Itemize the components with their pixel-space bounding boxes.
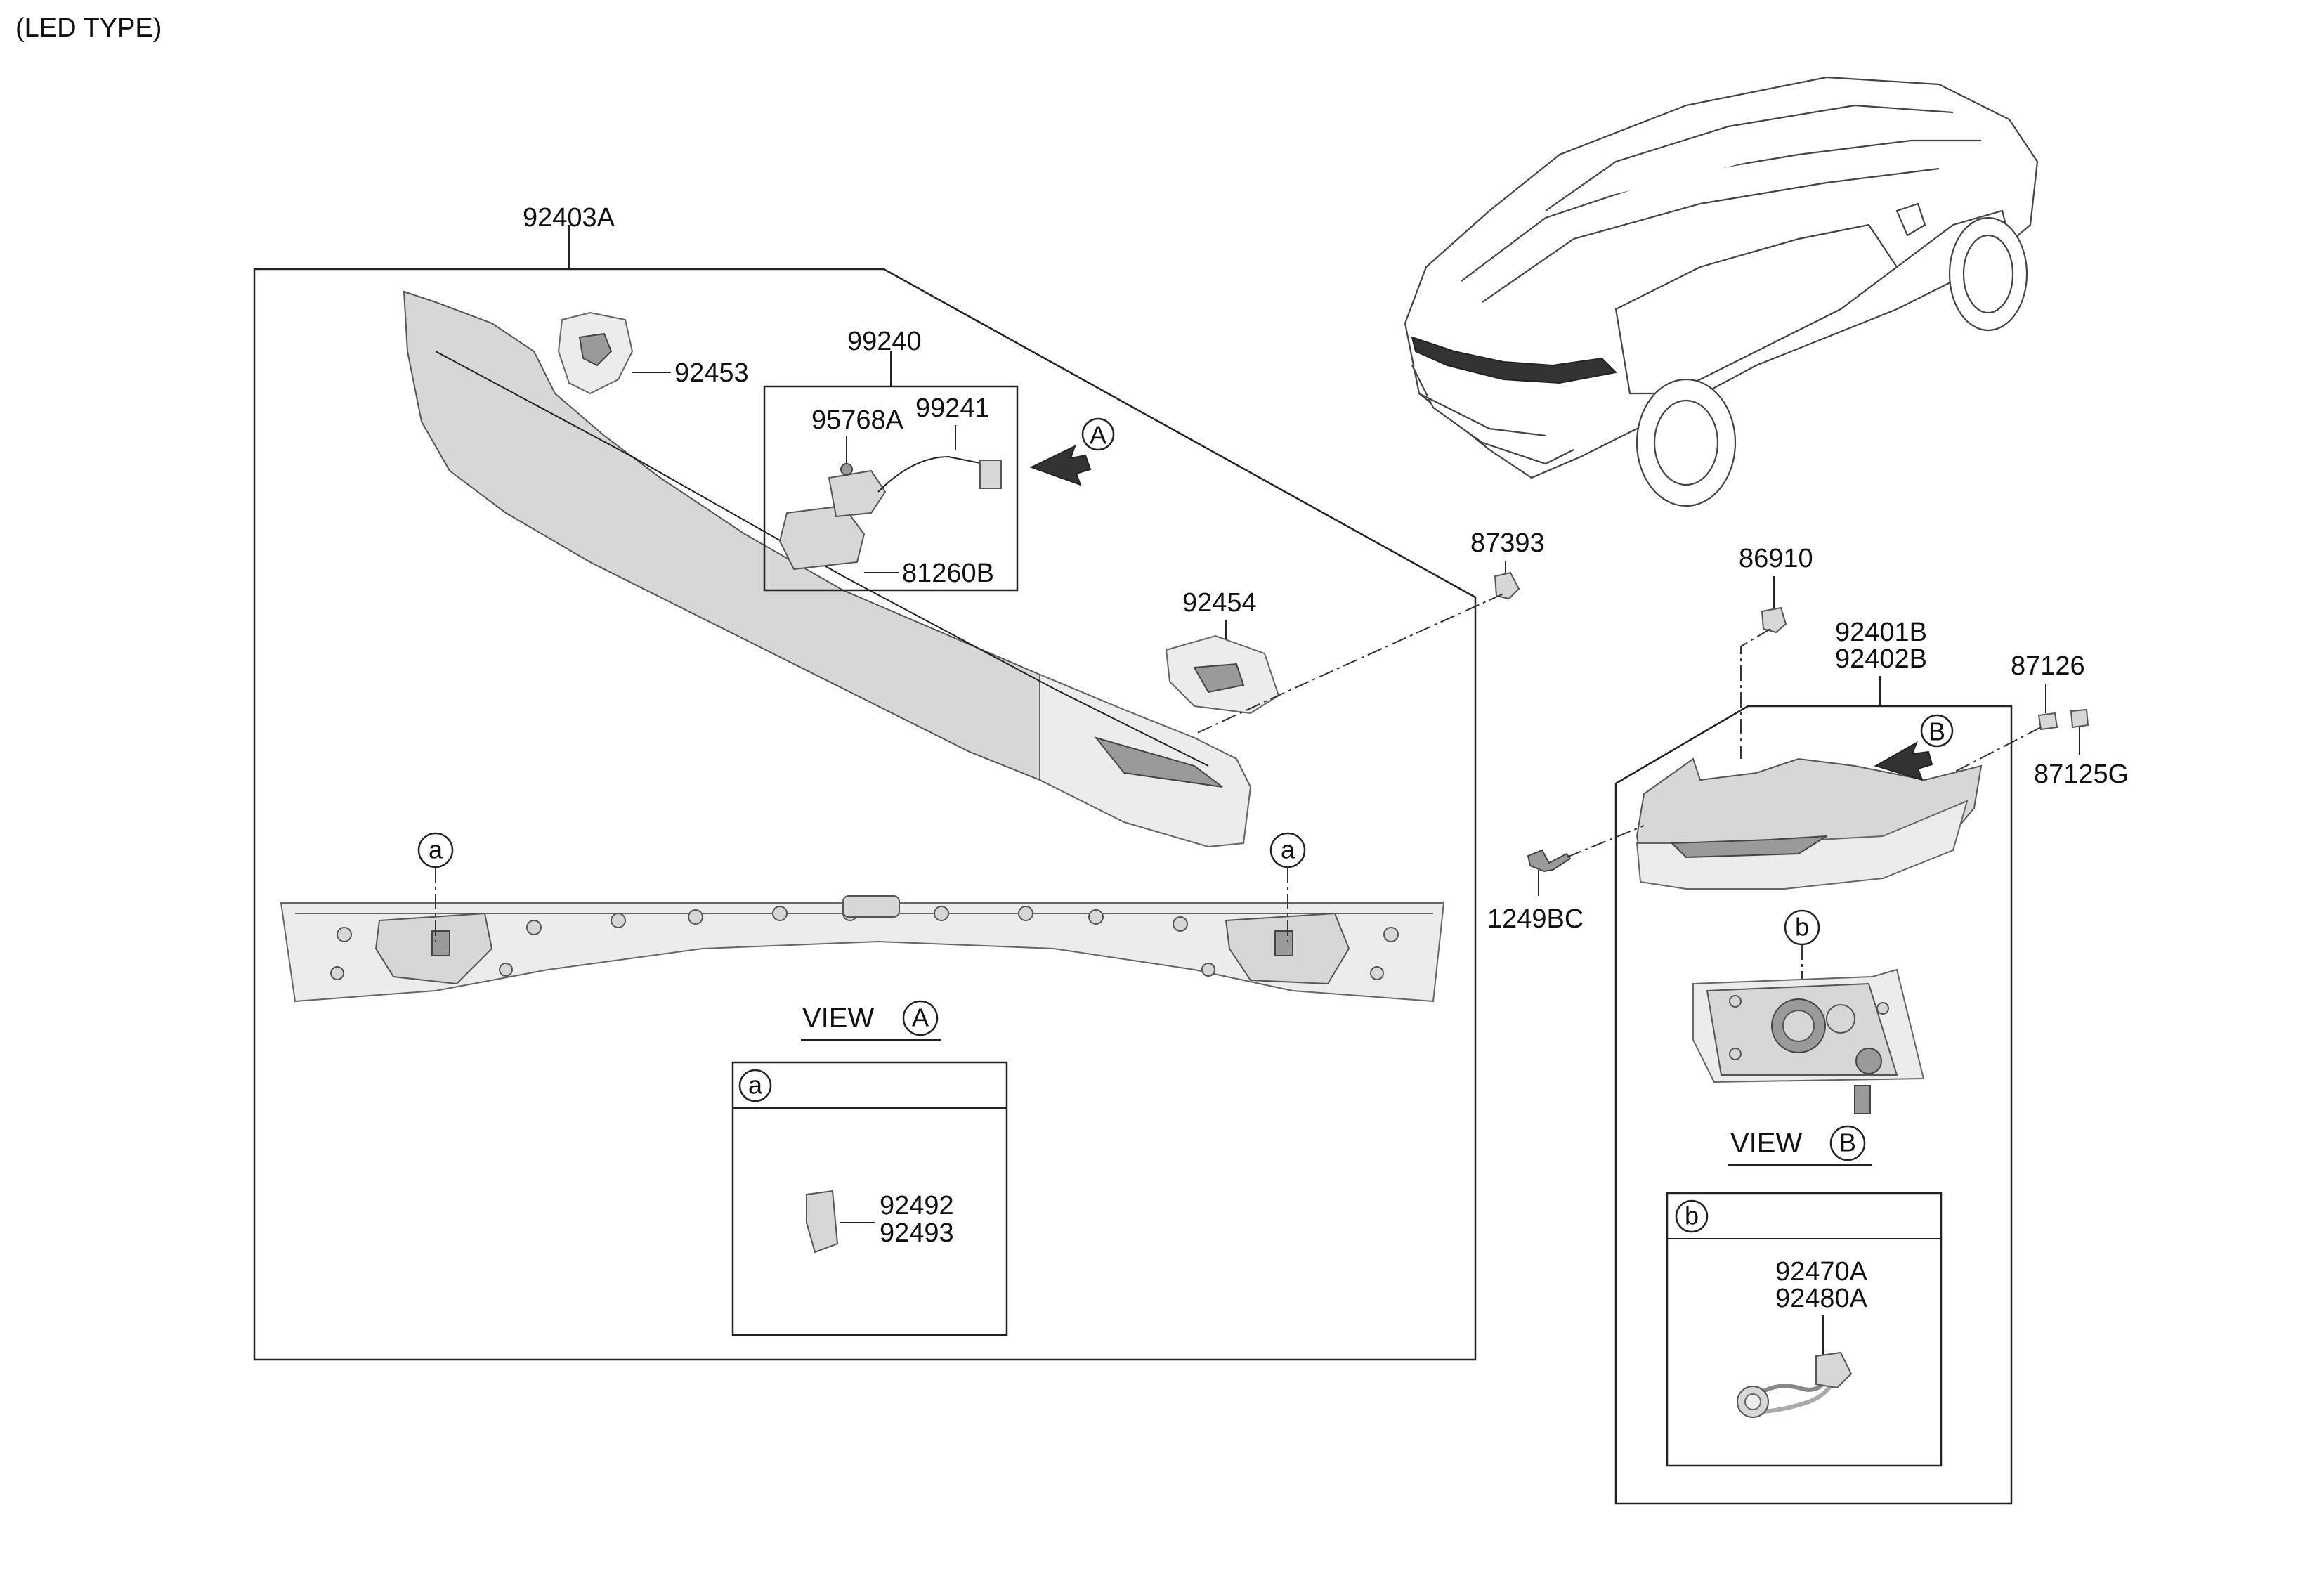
detail-box-a-marker: a [748,1071,763,1100]
label-92454: 92454 [1182,588,1257,618]
wiring-92470a [1737,1351,1853,1418]
label-92480a: 92480A [1775,1284,1868,1313]
type-note: (LED TYPE) [15,13,162,43]
label-87126: 87126 [2011,651,2085,681]
clip-86910 [1761,606,1787,634]
view-a-caption-marker: A [912,1003,929,1032]
socket-92492 [806,1190,839,1254]
arrow-b-icon [1874,741,1933,781]
label-86910: 86910 [1739,544,1813,573]
assembly-box-92403a [253,268,1477,1361]
rear-combination-lamp [1636,757,1983,890]
label-99240: 99240 [847,327,922,356]
view-a-caption: VIEW [802,1003,874,1034]
label-92401b: 92401B [1835,618,1927,647]
label-92402b: 92402B [1835,644,1927,674]
marker-detail-b: b [1795,913,1809,942]
label-87125g: 87125G [2034,760,2129,789]
view-b-caption: VIEW [1730,1128,1802,1159]
marker-detail-a-left: a [429,835,443,864]
arrow-a-icon [1029,445,1092,486]
label-92493: 92493 [880,1218,954,1248]
clip-87125g [2070,708,2089,729]
clip-87126 [2037,712,2058,731]
label-95768a: 95768A [811,405,904,435]
marker-detail-a-right: a [1281,835,1295,864]
marker-view-a: A [1090,421,1106,450]
detail-box-b [1666,1192,1943,1467]
detail-box-b-marker: b [1685,1202,1699,1230]
label-99241: 99241 [915,393,990,423]
label-92453: 92453 [674,358,749,388]
rear-garnish-lamp [403,290,1252,848]
marker-view-b: B [1928,717,1945,746]
garnish-back-view [280,895,1445,1003]
detail-box-a [731,1061,1008,1336]
label-1249bc: 1249BC [1487,904,1584,934]
label-92470a: 92470A [1775,1257,1868,1287]
camera-unit [778,455,1002,571]
screw-1249bc [1527,849,1572,873]
label-87393: 87393 [1470,528,1545,558]
label-92492: 92492 [880,1191,954,1221]
label-92403a: 92403A [523,203,615,233]
lamp-back-view [1692,968,1925,1114]
car-icon [1404,76,2039,507]
assembly-box-92401b [1614,705,2013,1505]
nut-87393 [1494,571,1520,600]
label-81260b: 81260B [902,559,994,588]
view-b-caption-marker: B [1839,1128,1856,1157]
